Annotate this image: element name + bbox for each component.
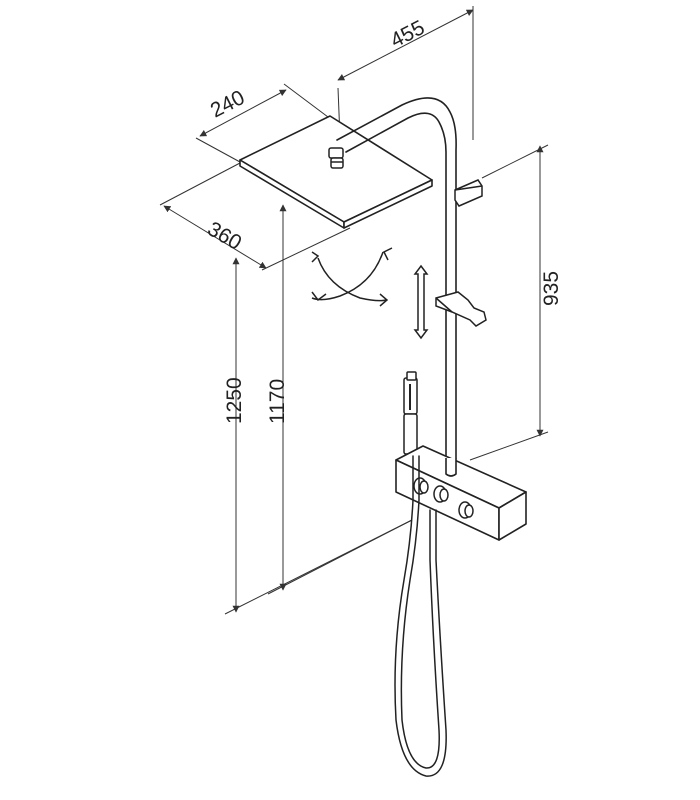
vertical-double-arrow-icon	[413, 264, 429, 340]
hand-shower	[403, 371, 418, 455]
diverter-knob-left	[413, 477, 429, 495]
hand-shower-holder	[435, 291, 487, 327]
dimension-slide-rail-label: 935	[540, 271, 563, 306]
temperature-knob-right	[458, 501, 474, 519]
riser-top-clamp	[454, 179, 483, 207]
dimension-head-width-label: 240	[207, 86, 249, 122]
shower-hose	[394, 455, 447, 777]
swivel-rotation-arrows-icon	[311, 247, 393, 307]
shower-arm-and-riser	[336, 97, 457, 459]
dimension-head-depth-label: 360	[204, 217, 246, 254]
rain-shower-head	[239, 115, 433, 229]
dimension-head-height-label: 1170	[266, 379, 289, 424]
flow-knob-middle	[433, 485, 449, 503]
dimension-lines	[159, 6, 549, 615]
thermostatic-mixer-shelf	[395, 445, 527, 541]
dimension-total-height-label: 1250	[223, 377, 246, 424]
mixer-knobs	[413, 477, 474, 519]
riser-pipe-base	[445, 458, 457, 477]
shower-arm-nozzle	[328, 147, 344, 169]
dimension-arm-reach-label: 455	[387, 16, 429, 52]
